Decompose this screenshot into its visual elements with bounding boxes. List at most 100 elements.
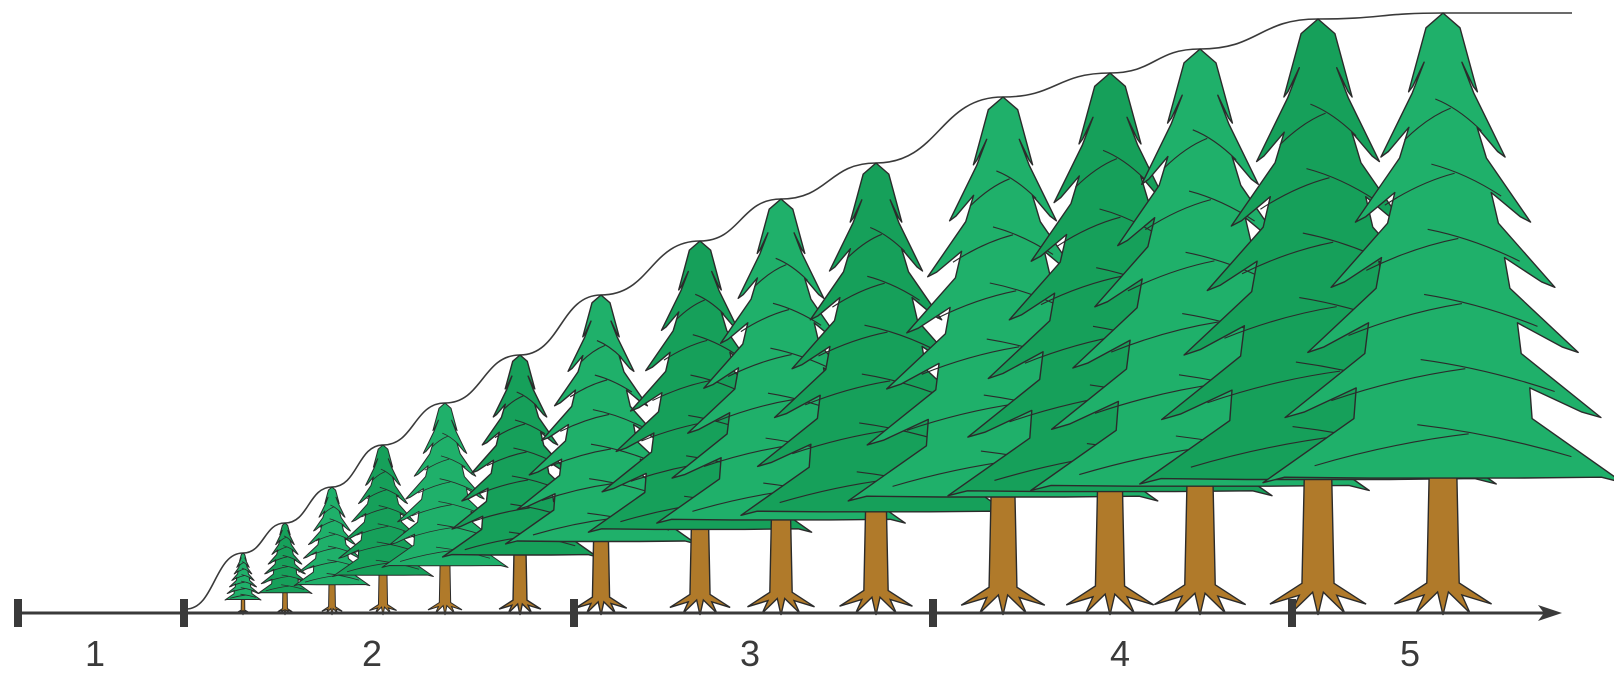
- branch-line: [580, 344, 606, 363]
- branch-line: [235, 575, 245, 580]
- trees-group: [224, 12, 1614, 616]
- branch-line: [282, 564, 300, 571]
- branch-line: [276, 546, 287, 553]
- branch-line: [380, 468, 395, 479]
- branch-line: [356, 525, 389, 536]
- branch-line: [1040, 275, 1124, 306]
- branch-line: [592, 409, 642, 428]
- branch-line: [1427, 228, 1520, 262]
- branch-line: [346, 562, 391, 573]
- branch-line: [832, 282, 885, 308]
- branch-line: [1435, 98, 1482, 132]
- stage-label-3: 3: [740, 633, 760, 674]
- branch-line: [326, 573, 360, 581]
- branch-line: [740, 309, 790, 333]
- branch-line: [323, 506, 334, 514]
- branch-line: [411, 504, 452, 517]
- branch-line: [242, 561, 248, 566]
- branch-line: [1110, 321, 1218, 353]
- branch-line: [969, 178, 1010, 207]
- axis-tick-5: [1288, 599, 1296, 627]
- branch-line: [804, 380, 891, 406]
- spruce-tree: [257, 522, 313, 616]
- spruce-tree: [224, 552, 262, 616]
- tree-crown: [332, 444, 434, 577]
- tree-trunk: [747, 502, 815, 616]
- branch-line: [312, 547, 337, 556]
- branch-line: [405, 527, 453, 540]
- tree-crown: [1262, 12, 1614, 484]
- branch-line: [233, 581, 245, 586]
- branch-line: [283, 535, 292, 541]
- branch-line: [663, 339, 708, 361]
- branch-line: [1348, 302, 1462, 336]
- axis-tick-2: [180, 599, 188, 627]
- stage-label-2: 2: [362, 633, 382, 674]
- stage-label-1: 1: [85, 633, 105, 674]
- branch-line: [417, 481, 451, 494]
- branch-line: [442, 432, 459, 445]
- axis-tick-1: [14, 599, 22, 627]
- branch-line: [1224, 306, 1337, 339]
- branch-line: [675, 299, 705, 321]
- branch-line: [936, 290, 1017, 319]
- branch-line: [715, 398, 795, 423]
- branch-line: [494, 423, 526, 439]
- branch-line: [727, 353, 792, 378]
- branch-line: [240, 593, 256, 598]
- spruce-tree: [381, 402, 509, 616]
- branch-line: [1279, 112, 1326, 146]
- tree-trunk: [498, 540, 542, 616]
- branch-line: [867, 275, 920, 301]
- branch-line: [330, 504, 341, 513]
- branch-line: [952, 234, 1014, 263]
- branch-line: [282, 555, 297, 561]
- branch-line: [1314, 433, 1469, 467]
- branch-line: [503, 395, 524, 411]
- branch-line: [1366, 237, 1459, 271]
- branch-line: [236, 568, 245, 573]
- branch-line: [241, 574, 251, 579]
- branch-line: [283, 545, 294, 551]
- branch-line: [1424, 293, 1538, 327]
- tree-crown: [257, 522, 313, 594]
- branch-line: [378, 505, 405, 515]
- branch-line: [1102, 149, 1146, 180]
- branch-line: [870, 226, 906, 252]
- branch-line: [329, 518, 345, 526]
- branch-line: [486, 451, 527, 467]
- branch-line: [278, 536, 287, 543]
- branch-line: [772, 302, 822, 326]
- tree-crown: [381, 402, 509, 568]
- branch-line: [379, 486, 400, 497]
- branch-line: [270, 566, 288, 572]
- branch-line: [1074, 158, 1118, 188]
- branch-line: [273, 556, 288, 562]
- branch-line: [240, 587, 255, 592]
- branch-line: [399, 549, 455, 562]
- branch-line: [695, 293, 725, 315]
- axis-arrowhead: [1538, 605, 1562, 621]
- branch-line: [569, 379, 608, 398]
- branch-line: [315, 533, 336, 542]
- branch-line: [281, 574, 302, 581]
- branch-line: [921, 346, 1020, 375]
- branch-line: [1310, 103, 1357, 137]
- axis-ticks: [14, 599, 1296, 627]
- branch-line: [268, 575, 289, 582]
- tree-trunk: [369, 562, 397, 616]
- tree-trunk: [839, 494, 913, 616]
- branch-line: [560, 413, 610, 432]
- branch-line: [431, 435, 448, 448]
- branch-line: [516, 391, 537, 407]
- branch-line: [361, 507, 388, 518]
- axis-tick-3: [570, 599, 578, 627]
- branch-line: [846, 233, 882, 259]
- branch-line: [440, 455, 466, 468]
- branch-line: [1306, 168, 1376, 201]
- branch-line: [514, 419, 546, 435]
- branch-line: [1192, 129, 1237, 161]
- branch-line: [308, 561, 337, 569]
